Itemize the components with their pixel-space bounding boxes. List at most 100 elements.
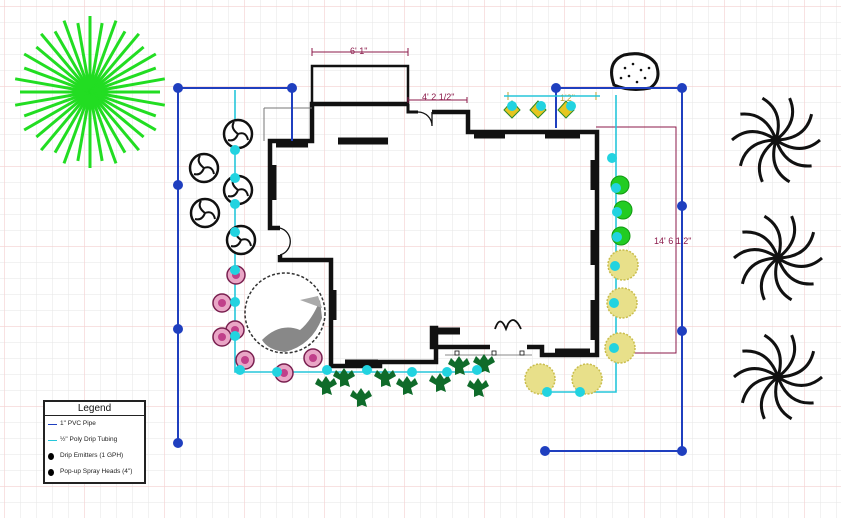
ivy-icon bbox=[448, 356, 470, 375]
tree-branch bbox=[88, 91, 127, 154]
spray-head-icon bbox=[677, 446, 687, 456]
tree-branch bbox=[76, 22, 92, 93]
tree-branch bbox=[23, 52, 91, 94]
flower-icon bbox=[212, 293, 232, 313]
ivy-icon bbox=[396, 376, 418, 395]
legend-label: Drip Emitters (1 GPH) bbox=[60, 452, 124, 459]
ivy-icon bbox=[333, 368, 355, 387]
tree-branch bbox=[53, 91, 92, 154]
tree-branch bbox=[88, 22, 104, 93]
drip-emitter-icon bbox=[542, 387, 552, 397]
drip-emitter-icon bbox=[230, 265, 240, 275]
tree-branch bbox=[62, 91, 92, 164]
drip-emitter-icon bbox=[507, 101, 517, 111]
legend-item-poly-tubing: ½" Poly Drip Tubing bbox=[45, 432, 144, 448]
yellow-shrub-icon bbox=[604, 332, 636, 364]
drip-emitter-icon bbox=[230, 173, 240, 183]
spray-head-icon bbox=[173, 324, 183, 334]
spray-head-icon bbox=[540, 446, 550, 456]
tree-branch bbox=[23, 90, 91, 132]
legend-item-drip-emitters: Drip Emitters (1 GPH) bbox=[45, 448, 144, 464]
yellow-shrub-icon bbox=[607, 249, 639, 281]
tree-branch bbox=[14, 90, 91, 107]
drip-emitter-icon bbox=[235, 365, 245, 375]
spray-head-icon bbox=[677, 326, 687, 336]
poly-tubing-swatch-icon bbox=[48, 440, 57, 441]
tree-branch bbox=[89, 66, 157, 94]
spray-head-icon bbox=[677, 83, 687, 93]
legend-label: 1" PVC Pipe bbox=[60, 420, 96, 427]
drip-emitter-icon bbox=[609, 343, 619, 353]
flower-icon bbox=[235, 350, 255, 370]
ivy-icon bbox=[374, 368, 396, 387]
drip-emitter-icon bbox=[575, 387, 585, 397]
spray-head-icon bbox=[173, 180, 183, 190]
drip-emitter-icon bbox=[322, 365, 332, 375]
drip-emitter-icon bbox=[566, 101, 576, 111]
tree-branch bbox=[35, 45, 91, 94]
tree-branch bbox=[88, 32, 141, 93]
tree-branch bbox=[76, 91, 92, 162]
drip-emitter-icon bbox=[472, 365, 482, 375]
legend-label: Pop-up Spray Heads (4") bbox=[60, 468, 133, 475]
spray-head-icon bbox=[551, 83, 561, 93]
tree-branch bbox=[89, 90, 145, 139]
legend-box: Legend 1" PVC Pipe ½" Poly Drip Tubing D… bbox=[43, 400, 146, 484]
legend-label: ½" Poly Drip Tubing bbox=[60, 436, 118, 443]
flower-icon bbox=[212, 327, 232, 347]
yellow-shrubs bbox=[524, 249, 639, 395]
spray-head-icon bbox=[287, 83, 297, 93]
yellow-shrub-icon bbox=[524, 363, 556, 395]
tree-branch bbox=[39, 32, 92, 93]
dim-right-side: 14' 6 1/2" bbox=[654, 236, 691, 246]
drip-emitter-icon bbox=[407, 367, 417, 377]
dim-emitter-spacing: 1'2" bbox=[560, 93, 575, 103]
tree-branch bbox=[89, 45, 145, 94]
tree-branch bbox=[62, 20, 92, 93]
door-posts bbox=[454, 350, 525, 356]
tree-branch bbox=[23, 90, 91, 118]
dim-top-width: 6' 1" bbox=[350, 46, 367, 56]
window-marks bbox=[269, 131, 598, 367]
drip-emitter-icon bbox=[362, 365, 372, 375]
drip-emitter-icon bbox=[272, 367, 282, 377]
tree-branch bbox=[88, 20, 118, 93]
drip-emitter-icon bbox=[612, 232, 622, 242]
tree-symbol bbox=[14, 16, 166, 168]
shrub-icon bbox=[189, 197, 221, 229]
drip-emitter-icon bbox=[442, 367, 452, 377]
spray-heads bbox=[173, 83, 687, 456]
palm-plant-icon bbox=[733, 333, 823, 421]
yellow-shrub-icon bbox=[606, 287, 638, 319]
yellow-shrub-icon bbox=[571, 363, 603, 395]
drip-emitter-icon bbox=[611, 183, 621, 193]
shrub-icon bbox=[222, 118, 254, 150]
tree-branch bbox=[89, 77, 166, 94]
tree-branch bbox=[88, 30, 127, 93]
drip-emitter-icon bbox=[609, 298, 619, 308]
tree-branch bbox=[14, 77, 91, 94]
drip-emitters bbox=[230, 101, 622, 397]
tree-branch bbox=[88, 91, 141, 152]
tree-branch bbox=[53, 30, 92, 93]
palm-plant-icon bbox=[733, 214, 823, 302]
tree-branch bbox=[89, 90, 166, 107]
spray-head-icon bbox=[173, 83, 183, 93]
drip-emitter-icon bbox=[230, 227, 240, 237]
palm-plant-icon bbox=[731, 96, 821, 184]
palm-symbols bbox=[731, 96, 823, 421]
ivy-icon bbox=[467, 378, 489, 397]
tree-branch bbox=[23, 66, 91, 94]
ivy-icon bbox=[315, 376, 337, 395]
shade-tree-symbol bbox=[244, 272, 326, 354]
shrub-icon bbox=[188, 152, 220, 184]
tree-branch bbox=[39, 91, 92, 152]
drip-emitter-icon bbox=[612, 207, 622, 217]
drip-emitter-icon bbox=[230, 145, 240, 155]
drip-emitter-icon bbox=[610, 261, 620, 271]
ivy-icon bbox=[473, 354, 495, 373]
dim-notch-width: 4' 2 1/2" bbox=[422, 92, 454, 102]
tree-branch bbox=[35, 90, 91, 139]
ivy-icon bbox=[350, 388, 372, 407]
